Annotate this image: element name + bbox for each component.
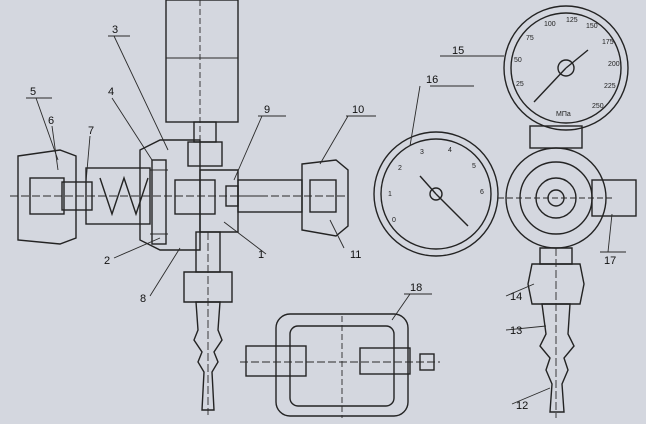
tick-label: 125 (566, 17, 578, 24)
exterior-view: 25 50 75 100 125 150 175 200 225 250 МПа… (373, 5, 637, 418)
clamp-view (240, 313, 440, 418)
bonnet (139, 139, 201, 251)
tick-label: 175 (602, 39, 614, 46)
callout-14: 14 (510, 291, 522, 303)
callout-11: 11 (350, 249, 361, 261)
tick-label: 1 (388, 191, 392, 198)
tick-label: 50 (514, 57, 522, 64)
callout-2: 2 (104, 255, 110, 267)
callout-3: 3 (112, 24, 118, 36)
tick-label: 6 (480, 189, 484, 196)
gauge-unit: МПа (556, 111, 571, 118)
needle-low (435, 193, 469, 227)
callout-10: 10 (352, 104, 364, 116)
callout-13: 13 (510, 325, 522, 337)
tick-label: 25 (516, 81, 524, 88)
callout-9: 9 (264, 104, 270, 116)
callout-18: 18 (410, 282, 422, 294)
gauge-housing (165, 0, 239, 123)
callout-17: 17 (604, 255, 616, 267)
outlet-fitting-17 (591, 179, 637, 217)
tick-label: 4 (448, 147, 452, 154)
tick-label: 2 (398, 165, 402, 172)
sectional-view (10, 0, 349, 415)
nut-14 (527, 263, 585, 305)
tick-label: 75 (526, 35, 534, 42)
tick-label: 5 (472, 163, 476, 170)
callout-8: 8 (140, 293, 146, 305)
callout-12: 12 (516, 400, 528, 412)
spring (99, 175, 149, 217)
callout-16: 16 (426, 74, 438, 86)
hose-nipple-bottom (193, 301, 223, 411)
callout-4: 4 (108, 86, 114, 98)
leader-lines (26, 35, 626, 405)
needle-high (533, 67, 567, 103)
callout-7: 7 (88, 125, 94, 137)
tick-label: 225 (604, 83, 616, 90)
valve-body (199, 169, 239, 233)
gauge-low-pressure: 0 1 2 3 4 5 6 (373, 131, 499, 257)
callout-1: 1 (258, 249, 264, 261)
bottom-nut (183, 271, 233, 303)
callout-15: 15 (452, 45, 464, 57)
callout-5: 5 (30, 86, 36, 98)
tick-label: 200 (608, 61, 620, 68)
union-nut (301, 159, 349, 237)
tick-label: 150 (586, 23, 598, 30)
callout-labels: 1 2 3 4 5 6 7 8 9 10 11 12 13 14 15 16 1… (30, 24, 616, 412)
gauge-high-pressure: 25 50 75 100 125 150 175 200 225 250 МПа (503, 5, 629, 131)
tick-label: 3 (420, 149, 424, 156)
tick-label: 0 (392, 217, 396, 224)
tick-label: 250 (592, 103, 604, 110)
adjusting-screw (17, 149, 77, 245)
hose-nipple-12 (539, 303, 575, 413)
tick-label: 100 (544, 21, 556, 28)
callout-6: 6 (48, 115, 54, 127)
